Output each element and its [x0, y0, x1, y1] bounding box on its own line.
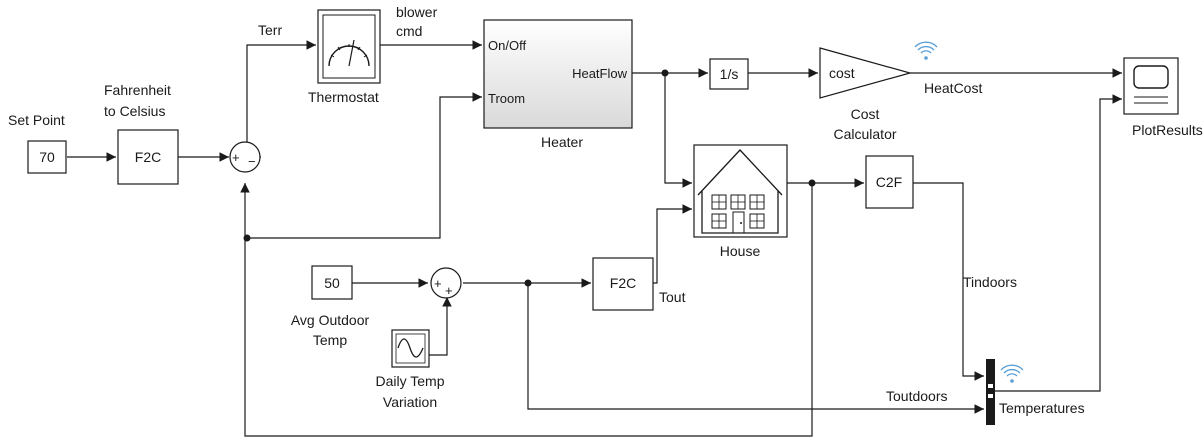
blower-cmd-line2: cmd — [396, 23, 422, 39]
sum-block-2[interactable]: + + — [430, 267, 462, 299]
heater-label: Heater — [541, 134, 583, 150]
plot-results-label: PlotResults — [1132, 122, 1203, 138]
avg-outdoor-label-line1: Avg Outdoor — [291, 312, 370, 328]
scope-icon — [1133, 65, 1169, 104]
wires — [67, 40, 1122, 437]
tout-signal-label: Tout — [659, 289, 686, 305]
f2c-1-label-line1: Fahrenheit — [104, 82, 171, 98]
set-point-value: 70 — [39, 149, 55, 165]
cost-calculator-block[interactable]: cost — [819, 47, 913, 99]
temperatures-label: Temperatures — [999, 400, 1085, 416]
integrator-text: 1/s — [720, 66, 739, 82]
cost-text: cost — [829, 65, 855, 81]
f2c-1-label-line2: to Celsius — [104, 103, 165, 119]
plot-results-block[interactable] — [1123, 57, 1179, 115]
sine-label-line1: Daily Temp — [376, 373, 445, 389]
cost-label-line1: Cost — [851, 106, 880, 122]
sum-block-1[interactable]: + − — [229, 141, 261, 173]
sine-wave-block[interactable] — [391, 329, 430, 368]
heater-port-heatflow: HeatFlow — [572, 66, 628, 81]
f2c-block-2[interactable]: F2C — [592, 257, 654, 311]
f2c-block-1[interactable]: F2C — [117, 129, 179, 185]
avg-outdoor-value: 50 — [324, 275, 340, 291]
house-block[interactable] — [693, 144, 788, 238]
sine-wave-icon — [397, 338, 424, 358]
thermostat-block[interactable] — [317, 9, 381, 84]
c2f-block[interactable]: C2F — [865, 155, 914, 209]
house-label: House — [720, 243, 761, 259]
integrator-block[interactable]: 1/s — [709, 58, 749, 90]
sum-2-plus-2: + — [445, 283, 453, 298]
avg-outdoor-temp-block[interactable]: 50 — [311, 265, 353, 300]
sine-label-line2: Variation — [383, 394, 437, 410]
house-icon — [697, 149, 783, 234]
terr-signal-label: Terr — [258, 22, 282, 38]
avg-outdoor-label-line2: Temp — [313, 332, 347, 348]
cost-label-line2: Calculator — [833, 126, 896, 142]
tindoors-signal-label: Tindoors — [963, 274, 1017, 290]
sum-2-plus-1: + — [434, 276, 442, 291]
sum-1-minus: − — [248, 154, 256, 169]
f2c-2-text: F2C — [610, 275, 636, 291]
heater-port-onoff: On/Off — [488, 38, 526, 53]
blower-cmd-line1: blower — [396, 4, 438, 20]
thermostat-label: Thermostat — [308, 89, 379, 105]
junction-dots — [243, 69, 816, 287]
c2f-text: C2F — [876, 174, 902, 190]
wifi-signal-icon — [1000, 364, 1024, 383]
temperatures-mux-block[interactable] — [986, 359, 995, 425]
set-point-block[interactable]: 70 — [27, 140, 67, 174]
heatcost-signal-label: HeatCost — [924, 80, 982, 96]
f2c-1-text: F2C — [135, 149, 161, 165]
toutdoors-signal-label: Toutdoors — [886, 388, 947, 404]
sum-1-plus: + — [232, 150, 240, 165]
heater-block[interactable]: On/Off Troom HeatFlow — [483, 19, 633, 129]
thermostat-gauge-icon — [328, 39, 370, 67]
heater-port-troom: Troom — [488, 91, 525, 106]
set-point-label: Set Point — [8, 112, 65, 128]
wifi-signal-icon — [914, 41, 938, 60]
